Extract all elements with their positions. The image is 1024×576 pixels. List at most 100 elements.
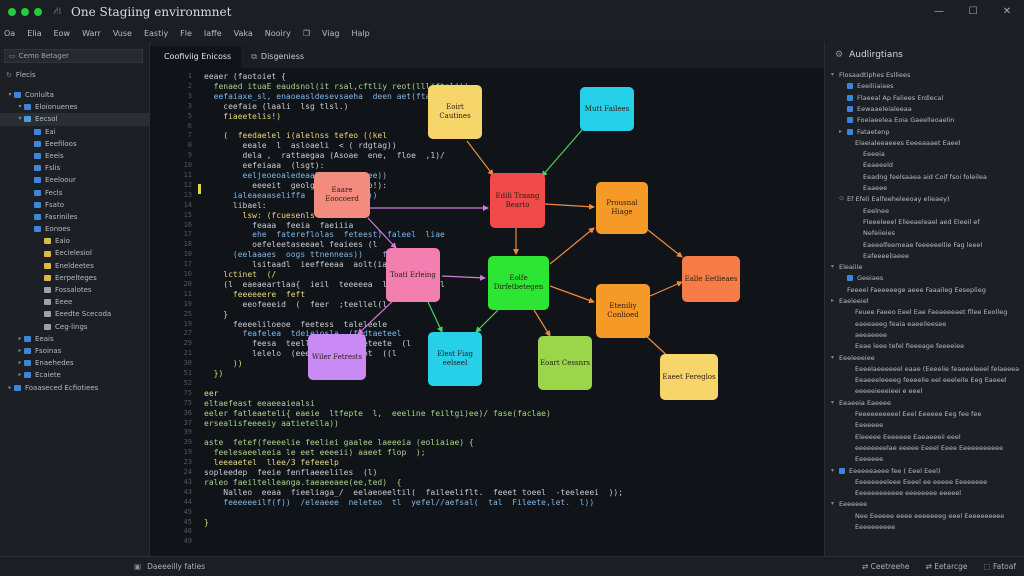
sidebar-item[interactable]: ▾Conlulta — [0, 89, 149, 101]
diagram-node[interactable]: Prousnal Hiage — [596, 182, 648, 234]
sidebar-item[interactable]: ▸Enaehedes — [0, 357, 149, 369]
chevron-icon[interactable]: ▾ — [831, 353, 835, 361]
sidebar-item[interactable]: Eonoes — [0, 223, 149, 235]
menu-item[interactable]: Oa — [4, 28, 16, 38]
chevron-icon[interactable]: ▸ — [18, 334, 22, 342]
menu-item[interactable]: Viag — [321, 28, 340, 38]
outline-item[interactable]: Eeeiliiaiaes — [839, 81, 894, 91]
outline-item[interactable]: Eeadng feelsaaea aid Coif fsoi foleilea — [855, 172, 987, 182]
sidebar-item[interactable]: Fasriniles — [0, 211, 149, 223]
sidebar-item[interactable]: Eecielesiol — [0, 247, 149, 259]
sidebar-item[interactable]: Eeee — [0, 296, 149, 308]
status-item[interactable]: ⇄ Eetarcge — [925, 562, 968, 571]
outline-item[interactable]: Elaeialeeaeees Eeeeaaaet Eaeel — [847, 138, 960, 148]
sidebar-item[interactable]: Eeefiloos — [0, 138, 149, 150]
menu-item[interactable]: ❐ — [302, 28, 310, 38]
outline-item[interactable]: ▾Eeaeeia Eaeeee — [831, 398, 891, 408]
outline-item[interactable]: ▾Eleaiiie — [831, 262, 862, 272]
diagram-node[interactable]: Eaare Eoocoerd — [314, 172, 370, 218]
chevron-icon[interactable]: ▸ — [18, 371, 22, 379]
maximize-icon[interactable]: ☐ — [968, 6, 978, 17]
outline-item[interactable]: Eeeeeee — [847, 454, 883, 464]
close-dot[interactable] — [8, 8, 16, 16]
sidebar-item[interactable]: Fossalotes — [0, 284, 149, 296]
status-item[interactable]: ⇄ Ceetreehe — [861, 562, 910, 571]
diagram-node[interactable]: Mutt Failees — [580, 87, 634, 131]
sidebar-item[interactable]: ▾Eloionuenes — [0, 101, 149, 113]
outline-item[interactable]: Eeeeeeeeleee Eeeel ee eeeee Eeeeeeee — [847, 477, 987, 487]
chevron-icon[interactable]: ▸ — [18, 359, 22, 367]
sidebar-item[interactable]: Eeeloour — [0, 174, 149, 186]
editor-tab[interactable]: ⧉Disgeniess — [241, 46, 314, 68]
chevron-icon[interactable]: ▾ — [18, 103, 22, 111]
sidebar-item[interactable]: Eerpelteges — [0, 272, 149, 284]
outline-item[interactable]: Eeae leee tefel fieeeage feeeeiee — [847, 341, 964, 351]
diagram-node[interactable]: Toatl Erleing — [386, 248, 440, 302]
chevron-icon[interactable]: ▾ — [831, 500, 835, 508]
outline-item[interactable]: aeeaeeee — [847, 330, 887, 340]
outline-item[interactable]: ▸Eaeleeiel — [831, 296, 869, 306]
menu-item[interactable]: Warr — [82, 28, 101, 38]
outline-item[interactable]: eeeeeieeeieei e eeel — [847, 386, 922, 396]
outline-item[interactable]: Fleeeleeel Elieeaeleael aed Eleeil ef — [855, 217, 980, 227]
terminal-icon[interactable]: ▣ — [134, 562, 142, 571]
outline-item[interactable]: Eleeeee Eeeeeee Eaeaeeeii eeel — [847, 432, 961, 442]
sidebar-item[interactable]: Fsato — [0, 199, 149, 211]
outline-item[interactable]: Feuee Faeeo Eeel Eae Faeaeeeaet fllee Ee… — [847, 307, 1007, 317]
chevron-icon[interactable]: ▾ — [18, 115, 22, 123]
outline-item[interactable]: Foeiaeelea Eoia Gaeelleoaelin — [839, 115, 954, 125]
diagram-node[interactable]: Ealle Eetlieaes — [682, 256, 740, 302]
menu-item[interactable]: Nooiry — [264, 28, 291, 38]
menu-item[interactable]: Iaffe — [203, 28, 222, 38]
chevron-icon[interactable]: ▾ — [831, 263, 835, 271]
diagram-node[interactable]: Eoirt Cautines — [428, 85, 482, 139]
menu-item[interactable]: Fle — [180, 28, 192, 38]
outline-item[interactable]: Feeeel Faeeeeege aeee Faaaileg Eeseplieg — [839, 285, 986, 295]
sidebar-item[interactable]: ▾Eecsol — [0, 113, 149, 126]
editor-tab[interactable]: Coofiviig Enicoss — [150, 46, 242, 68]
outline-item[interactable]: eeeeeeeelae eeeee Eeeel Eeee Eeeeeeeeeee — [847, 443, 1003, 453]
outline-item[interactable]: Eeeeeee — [847, 420, 883, 430]
outline-item[interactable]: Eeaeeeld — [855, 160, 893, 170]
diagram-node[interactable]: Wiler Fetrests — [308, 334, 366, 380]
outline-item[interactable]: Geeiaes — [839, 273, 883, 283]
outline-item[interactable]: Eeeeeeeeeeee eeeeeeee eeeeel — [847, 488, 961, 498]
chevron-icon[interactable]: ▾ — [8, 91, 12, 98]
close-icon[interactable]: ✕ — [1002, 6, 1012, 17]
chevron-icon[interactable]: ▸ — [831, 297, 835, 304]
settings-icon[interactable]: ⚙ — [835, 50, 844, 60]
outline-item[interactable]: Eaeeelfeemeae feeeeeellie Fag leeel — [855, 240, 982, 250]
chevron-icon[interactable]: ▾ — [831, 71, 835, 78]
chevron-icon[interactable]: ▸ — [8, 383, 12, 391]
sidebar-item[interactable]: Eeeis — [0, 150, 149, 162]
diagram-node[interactable]: Eoart Cessnrs — [538, 336, 592, 390]
menu-item[interactable]: Eastiy — [143, 28, 169, 38]
chevron-icon[interactable]: ▾ — [831, 466, 835, 474]
sidebar-item[interactable]: Eeedte Scecoda — [0, 308, 149, 320]
sidebar-item[interactable]: Fecls — [0, 187, 149, 199]
outline-item[interactable]: ▾Eeeeeeaeee fee ( Eeel Eeel) — [831, 466, 941, 476]
sidebar-item[interactable]: ▸Eeais — [0, 333, 149, 345]
outline-item[interactable]: ▾Eeeleeeiee — [831, 353, 875, 363]
outline-item[interactable]: Eeelnee — [855, 206, 889, 216]
outline-item[interactable]: Eafeeeeliaeee — [855, 251, 909, 261]
sidebar-item[interactable]: ▸Fsoinas — [0, 345, 149, 357]
menu-item[interactable]: Elia — [27, 28, 42, 38]
chevron-icon[interactable]: ▸ — [839, 127, 843, 135]
zoom-dot[interactable] — [34, 8, 42, 16]
menu-item[interactable]: Vaka — [233, 28, 253, 38]
sidebar-item[interactable]: Eaio — [0, 235, 149, 247]
sidebar-item[interactable]: Eneldeetes — [0, 260, 149, 272]
sidebar-search[interactable]: ▭ Cemo Betager — [4, 49, 143, 63]
sidebar-item[interactable]: Fslis — [0, 162, 149, 174]
sidebar-item[interactable]: ▸Ecaiete — [0, 369, 149, 381]
chevron-icon[interactable]: ▾ — [831, 398, 835, 406]
menu-item[interactable]: Eow — [53, 28, 71, 38]
outline-item[interactable]: Eeeeeeeeee — [847, 522, 895, 532]
diagram-node[interactable]: Eolfe Dirfetbetegen — [488, 256, 549, 310]
outline-item[interactable]: eaeeaeeg feaia eaeeileesee — [847, 319, 946, 329]
sidebar-item[interactable]: ▸Foaaseced Ecfiotiees — [0, 382, 149, 394]
outline-item[interactable]: ▾Eeeeeee — [831, 499, 867, 509]
outline-item[interactable]: ⊙Ef Efeli Ealfeeheleeoay elieaey) — [839, 194, 950, 204]
minimize-dot[interactable] — [21, 8, 29, 16]
